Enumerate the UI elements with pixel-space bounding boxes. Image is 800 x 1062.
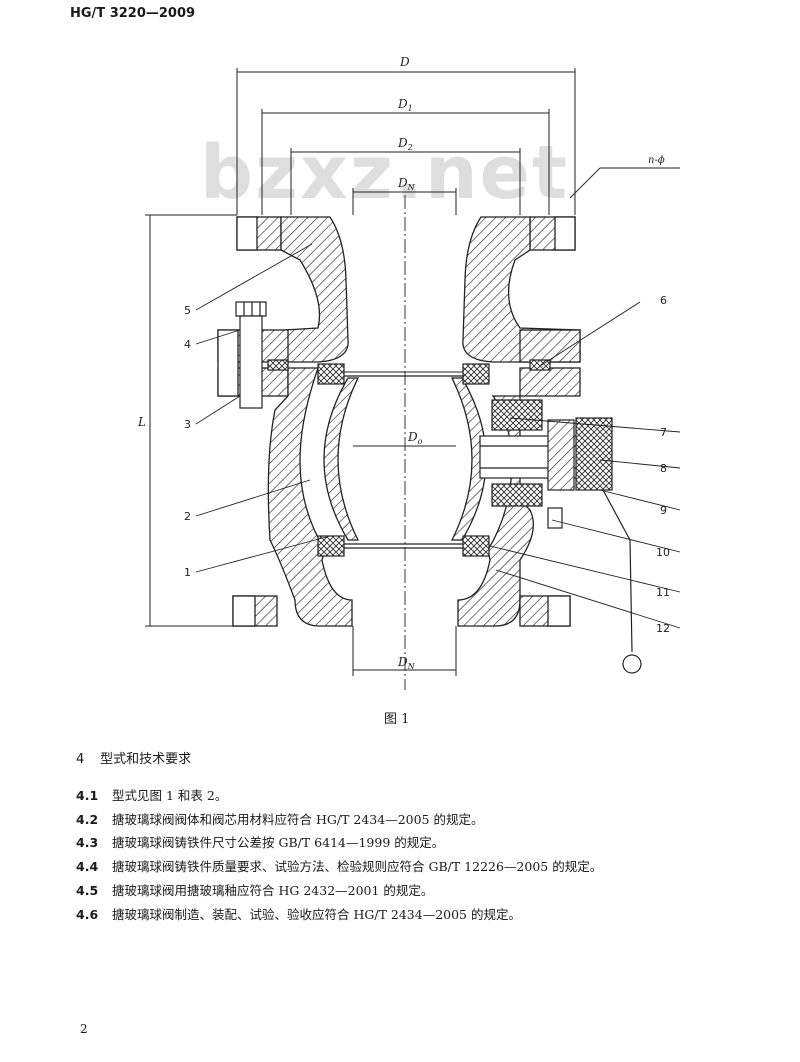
right-body-upper <box>462 216 581 363</box>
page-number: 2 <box>80 1022 88 1036</box>
standard-code-header: HG/T 3220—2009 <box>70 6 196 21</box>
left-body-upper <box>280 216 349 363</box>
clause-4-6: 4.6 搪玻璃球阀制造、装配、试验、验收应符合 HG/T 2434—2005 的规… <box>76 904 521 923</box>
dim-label-DN-bottom: DN <box>397 655 416 671</box>
clause-4-1: 4.1 型式见图 1 和表 2。 <box>76 785 227 804</box>
valve-section-drawing: D D1 D2 DN Do DN L n-ϕ 1 2 3 4 5 6 7 8 9… <box>137 55 681 690</box>
dim-label-DN-top: DN <box>397 176 416 192</box>
clause-4-3: 4.3 搪玻璃球阀铸铁件尺寸公差按 GB/T 6414—1999 的规定。 <box>76 832 444 851</box>
callout-11: 11 <box>656 586 670 599</box>
callout-5: 5 <box>184 304 191 317</box>
section-heading: 4 型式和技术要求 <box>76 748 191 767</box>
dim-label-L: L <box>137 415 146 429</box>
clause-number: 4.4 <box>76 859 99 874</box>
callout-1: 1 <box>184 566 191 579</box>
section-title: 型式和技术要求 <box>100 752 192 767</box>
bottom-flange <box>232 595 571 627</box>
clause-4-2: 4.2 搪玻璃球阀阀体和阀芯用材料应符合 HG/T 2434—2005 的规定。 <box>76 809 483 828</box>
clause-4-5: 4.5 搪玻璃球阀用搪玻璃釉应符合 HG 2432—2001 的规定。 <box>76 880 433 899</box>
clause-number: 4.1 <box>76 788 99 803</box>
bolt <box>235 301 267 409</box>
watermark: bzxz.net <box>200 130 570 216</box>
ball-core <box>323 371 487 549</box>
clause-text: 搪玻璃球阀阀体和阀芯用材料应符合 HG/T 2434—2005 的规定。 <box>112 812 484 827</box>
clause-text: 搪玻璃球阀铸铁件质量要求、试验方法、检验规则应符合 GB/T 12226—200… <box>112 859 603 874</box>
dim-label-Do: Do <box>407 430 423 446</box>
clause-text: 搪玻璃球阀用搪玻璃釉应符合 HG 2432—2001 的规定。 <box>112 883 434 898</box>
callout-6: 6 <box>660 294 667 307</box>
top-flange <box>236 216 576 251</box>
clause-number: 4.6 <box>76 907 99 922</box>
callout-4: 4 <box>184 338 191 351</box>
clause-number: 4.3 <box>76 835 99 850</box>
callout-9: 9 <box>660 504 667 517</box>
callout-12: 12 <box>656 622 670 635</box>
stem-assembly <box>479 399 642 674</box>
callout-3: 3 <box>184 418 191 431</box>
dim-label-D2: D2 <box>397 136 413 152</box>
clause-number: 4.2 <box>76 812 99 827</box>
callout-2: 2 <box>184 510 191 523</box>
section-number: 4 <box>76 752 85 767</box>
callout-7: 7 <box>660 426 667 439</box>
dim-label-D1: D1 <box>397 97 413 113</box>
clause-number: 4.5 <box>76 883 99 898</box>
clause-text: 搪玻璃球阀制造、装配、试验、验收应符合 HG/T 2434—2005 的规定。 <box>112 907 521 922</box>
leader-lines <box>195 167 681 629</box>
clause-text: 型式见图 1 和表 2。 <box>112 788 228 803</box>
seat-rings <box>267 359 551 557</box>
clause-text: 搪玻璃球阀铸铁件尺寸公差按 GB/T 6414—1999 的规定。 <box>112 835 445 850</box>
dimension-lines <box>145 68 576 676</box>
dim-label-n-phi: n-ϕ <box>648 155 665 166</box>
dim-label-D: D <box>399 55 410 69</box>
figure-caption: 图 1 <box>384 712 410 727</box>
callout-10: 10 <box>656 546 670 559</box>
callout-8: 8 <box>660 462 667 475</box>
left-body-lower <box>267 367 353 627</box>
clause-4-4: 4.4 搪玻璃球阀铸铁件质量要求、试验方法、检验规则应符合 GB/T 12226—… <box>76 856 602 875</box>
